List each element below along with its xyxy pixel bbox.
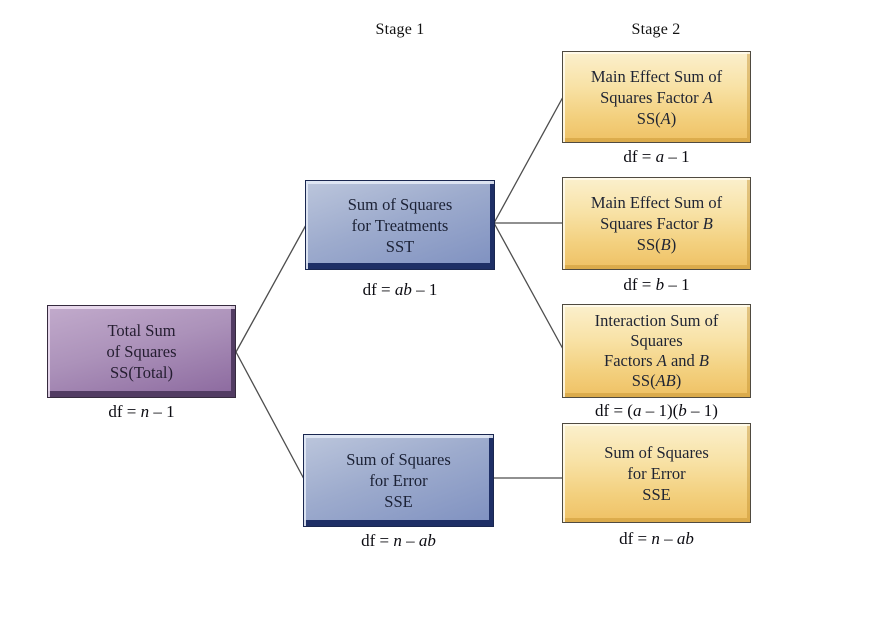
connector-total-to-sse [235, 351, 305, 480]
node-text-line: Main Effect Sum of [590, 66, 723, 86]
node-text-line: Sum of Squares [347, 194, 453, 214]
df-label-factor-b: df = b – 1 [623, 275, 690, 294]
node-text-line: for Error [627, 463, 686, 483]
connector-sst-to-factor-a [493, 96, 564, 224]
node-sum-of-squares-error: Sum of Squares for Error SSE [303, 434, 494, 527]
connector-sst-to-interaction [493, 222, 564, 350]
stage-1-header: Stage 1 [375, 21, 425, 38]
node-sum-of-squares-error-stage2: Sum of Squares for Error SSE [562, 423, 751, 523]
node-interaction-sum-of-squares: Interaction Sum of Squares Factors A and… [562, 304, 751, 398]
node-sum-of-squares-treatments: Sum of Squares for Treatments SST [305, 180, 495, 270]
node-text-line: Squares Factor A [600, 87, 713, 107]
node-text-line: Sum of Squares [346, 450, 451, 469]
df-label-sst: df = ab – 1 [362, 280, 438, 299]
node-text-line: SSE [642, 484, 671, 504]
df-label-error-stage2: df = n – ab [619, 529, 694, 548]
node-text-line: Squares Factor B [600, 214, 713, 233]
node-text-line: SSE [384, 492, 413, 511]
df-label-total: df = n – 1 [108, 402, 175, 421]
stage-2-header: Stage 2 [631, 21, 681, 38]
node-total-sum-of-squares: Total Sum of Squares SS(Total) [47, 305, 236, 398]
node-text-line: Sum of Squares [604, 442, 709, 462]
node-text-line: Factors A and B [604, 351, 709, 370]
node-text-line: for Treatments [351, 215, 449, 235]
node-text-line: Main Effect Sum of [590, 193, 723, 212]
node-text-line: SST [385, 236, 415, 256]
node-text-line: SS(A) [636, 108, 677, 128]
node-text-line: of Squares [106, 342, 177, 361]
node-text-line: SS(AB) [631, 371, 682, 390]
node-main-effect-factor-a: Main Effect Sum of Squares Factor A SS(A… [562, 51, 751, 143]
node-text-line: Total Sum [107, 321, 176, 340]
df-label-factor-a: df = a – 1 [623, 147, 690, 166]
df-label-sse: df = n – ab [361, 531, 436, 550]
connector-total-to-sst [235, 224, 307, 353]
df-label-interaction: df = (a – 1)(b – 1) [595, 401, 718, 420]
node-text-line: SS(Total) [109, 363, 173, 382]
node-text-line: Squares [630, 331, 683, 350]
node-text-line: for Error [369, 471, 428, 490]
node-text-line: Interaction Sum of [594, 311, 719, 330]
node-main-effect-factor-b: Main Effect Sum of Squares Factor B SS(B… [562, 177, 751, 270]
node-text-line: SS(B) [636, 235, 677, 254]
